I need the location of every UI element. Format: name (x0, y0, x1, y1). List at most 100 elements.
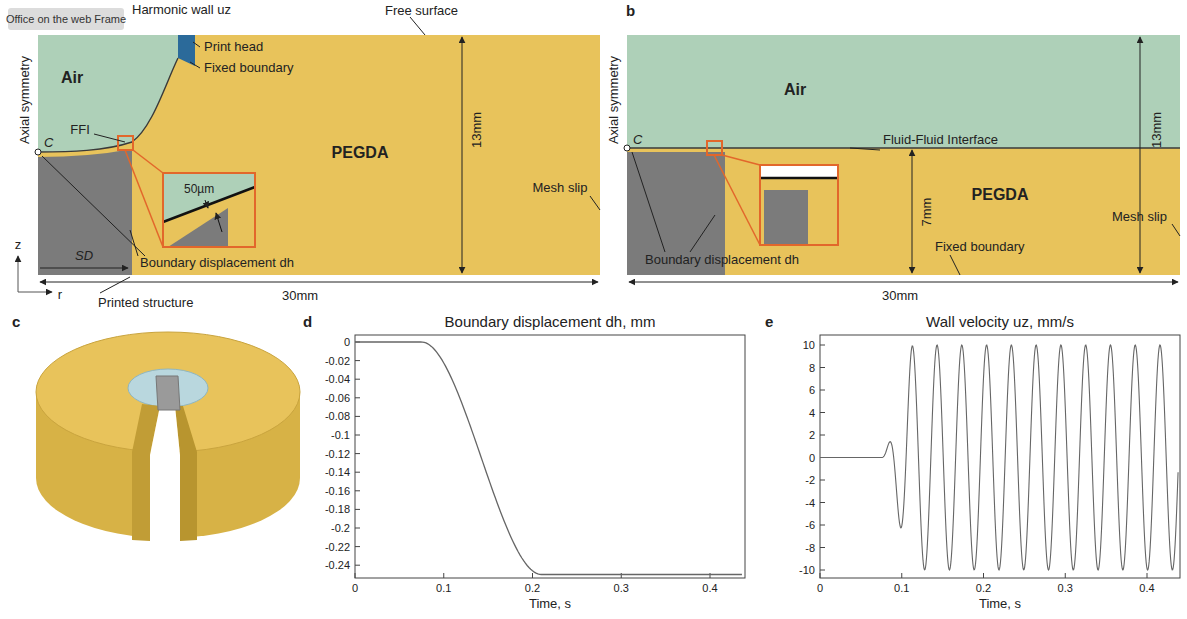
tick-mark (355, 490, 360, 491)
leader-line (193, 42, 200, 47)
tick-label: 8 (809, 361, 815, 373)
dimension-arrow (1140, 37, 1141, 273)
point-c (35, 149, 41, 155)
dimension-arrow (462, 37, 463, 273)
air-region (38, 35, 178, 152)
boundary-label: Mesh slip (533, 181, 588, 195)
panel-letter: b (626, 3, 635, 20)
tick-label: -0.02 (325, 355, 350, 367)
axis-label: r (58, 288, 62, 302)
inset-ground (163, 173, 255, 247)
thickness-arrow (216, 213, 222, 232)
thickness-arrow (205, 200, 208, 208)
inset-frame (760, 165, 838, 245)
tick-mark (621, 573, 622, 578)
dimension-arrow (912, 150, 913, 273)
tick-mark (1065, 573, 1066, 578)
tick-label: 0.2 (976, 582, 991, 594)
inset-ground (760, 165, 838, 245)
tick-mark (820, 345, 825, 346)
plot-frame (355, 335, 745, 578)
panel-c (36, 332, 300, 541)
tick-label: -0.06 (325, 392, 350, 404)
tick-mark (355, 416, 360, 417)
panel-letter: d (303, 314, 312, 331)
tick-mark (820, 525, 825, 526)
tick-label: -6 (805, 519, 815, 531)
leader-line (100, 277, 130, 293)
air-region (627, 35, 1180, 148)
tick-label: -0.1 (331, 429, 350, 441)
tick-label: 0.1 (436, 582, 451, 594)
leader-line (850, 148, 880, 150)
dimension-label: SD (75, 249, 93, 263)
interface-label: Fluid-Fluid Interface (883, 133, 998, 147)
tick-label: -0.18 (325, 503, 350, 515)
tick-label: -0.12 (325, 448, 350, 460)
inset-air (163, 173, 255, 222)
pegda-region (627, 148, 1180, 275)
boundary-label: Mesh slip (1112, 210, 1167, 224)
axis-title: Time, s (979, 597, 1021, 611)
tick-mark (355, 573, 356, 578)
tick-label: -2 (805, 474, 815, 486)
boundary-label: Boundary displacement dh (140, 256, 294, 270)
tick-label: 0 (344, 336, 350, 348)
tick-mark (820, 390, 825, 391)
displacement-curve (355, 342, 742, 575)
cut-gap (150, 406, 180, 455)
tick-mark (355, 472, 360, 473)
inset-structure (764, 190, 808, 245)
dimension-label: 7mm (920, 198, 934, 227)
zoom-marker (707, 141, 722, 155)
tick-label: 10 (803, 339, 815, 351)
point-label: C (44, 136, 53, 150)
zoom-leader (133, 150, 163, 173)
dimension-arrow (629, 282, 1178, 283)
part-label: Printed structure (98, 296, 193, 310)
region-label: Air (784, 81, 806, 99)
boundary-label: Free surface (385, 4, 458, 18)
fluid-interface (627, 147, 1180, 148)
tick-mark (820, 367, 825, 368)
leader-line (410, 17, 425, 35)
leader-line (94, 134, 125, 142)
point-label: C (633, 133, 642, 147)
tick-label: 0.3 (1058, 582, 1073, 594)
tick-label: 0.1 (894, 582, 909, 594)
tick-mark (355, 509, 360, 510)
boundary-label: Fixed boundary (935, 240, 1025, 254)
watermark: Office on the web Frame (6, 13, 126, 25)
tick-label: -10 (799, 564, 815, 576)
printed-structure (156, 376, 180, 410)
printed-structure (38, 149, 132, 275)
leader-line (42, 156, 145, 256)
axis-label: Axial symmetry (607, 56, 621, 144)
axis-arrow (18, 256, 19, 292)
panel-letter: c (12, 314, 20, 331)
zoom-marker (118, 136, 133, 150)
leader-line (590, 196, 600, 210)
dimension-label: 13mm (470, 112, 484, 148)
zoom-leader (722, 155, 760, 165)
tick-mark (355, 453, 360, 454)
leader-line (190, 62, 200, 68)
tick-label: -0.22 (325, 541, 350, 553)
inset-air (760, 165, 838, 177)
tick-mark (820, 573, 821, 578)
tick-label: 6 (809, 384, 815, 396)
tick-mark (820, 480, 825, 481)
part-label: Print head (204, 40, 263, 54)
panel-e (820, 335, 1180, 578)
axis-title: Time, s (529, 597, 571, 611)
tick-label: 0 (817, 582, 823, 594)
tick-mark (355, 528, 360, 529)
tick-label: -0.14 (325, 466, 350, 478)
tick-label: -0.04 (325, 373, 350, 385)
tick-label: -0.16 (325, 485, 350, 497)
inset-interface (760, 177, 838, 180)
tick-mark (820, 412, 825, 413)
tick-mark (443, 573, 444, 578)
inset-structure (168, 208, 228, 247)
panel-letter: e (765, 314, 773, 331)
